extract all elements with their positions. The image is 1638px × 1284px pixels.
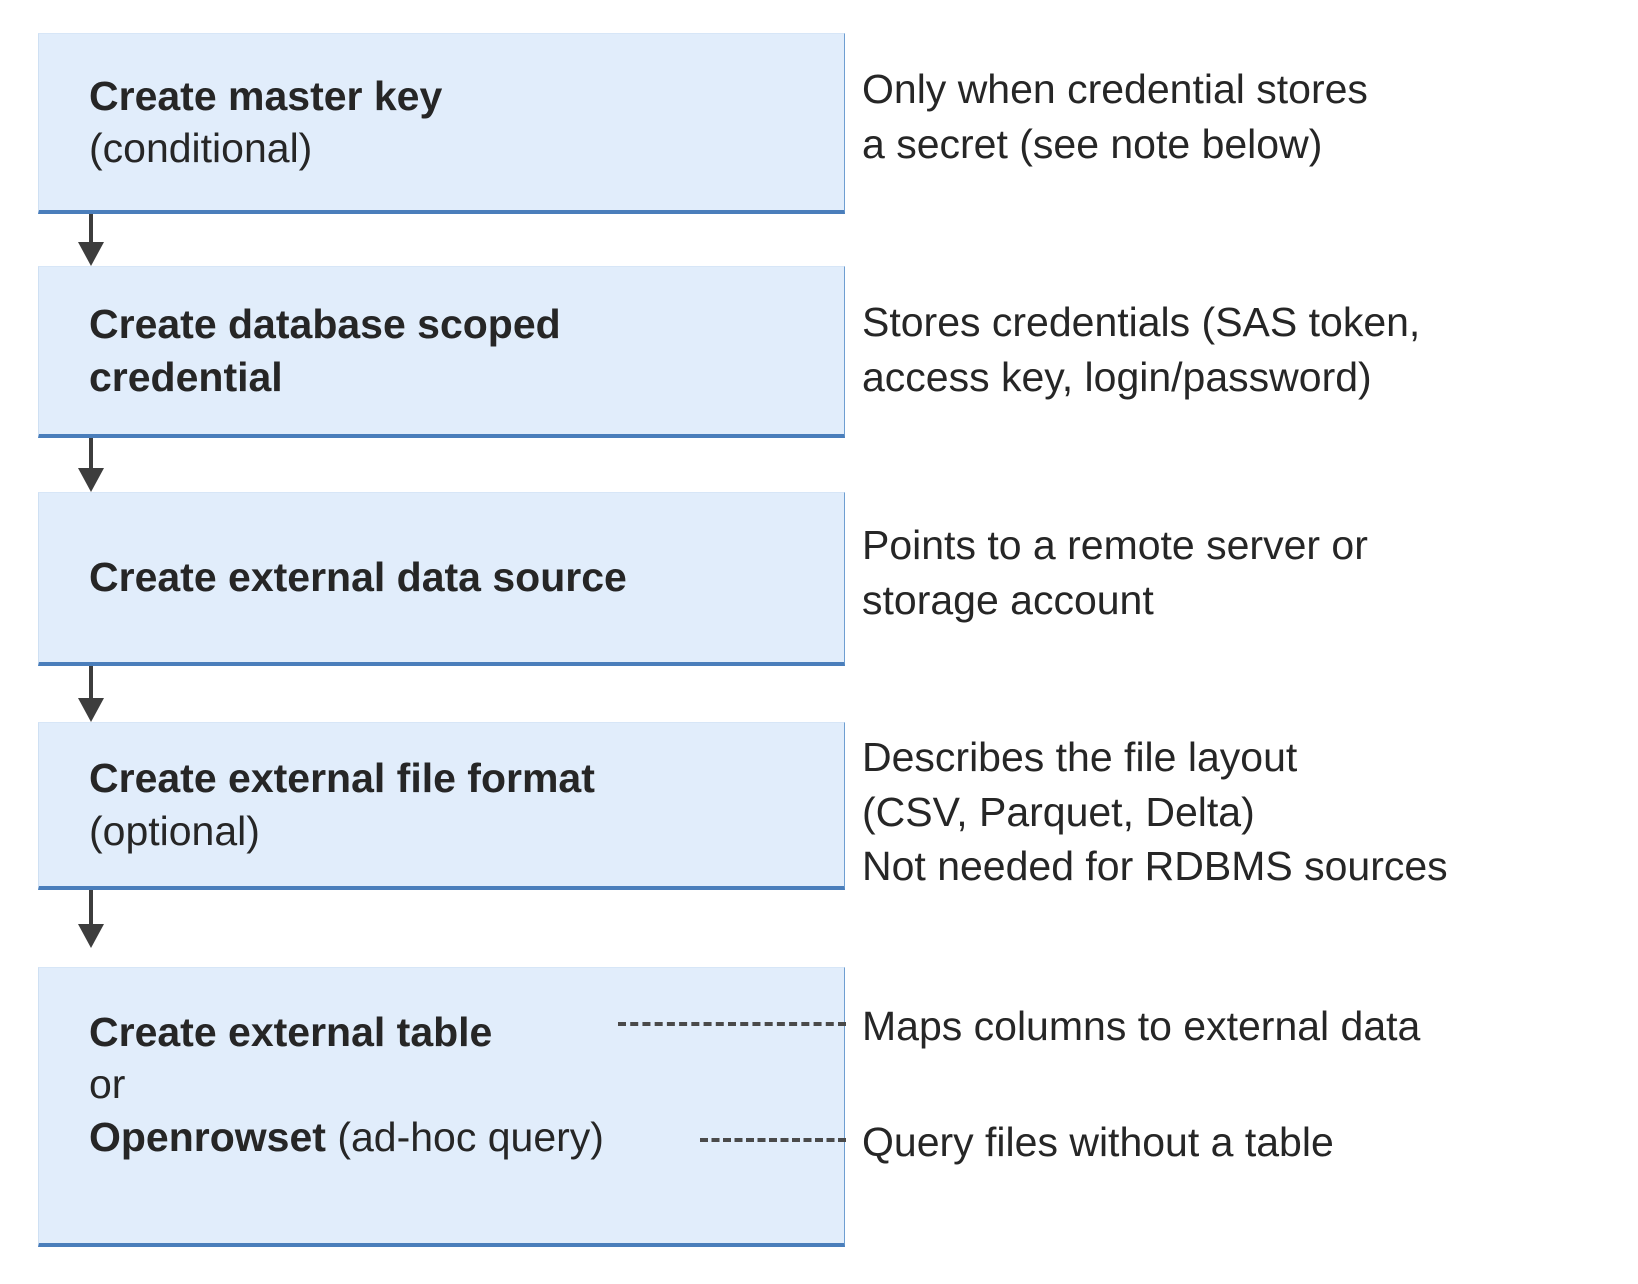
- note-line: Points to a remote server or: [862, 522, 1368, 568]
- step-title-line-2: credential: [89, 353, 283, 400]
- note-line: Not needed for RDBMS sources: [862, 843, 1448, 890]
- arrow-down-icon-2: [78, 438, 104, 492]
- step-title-openrowset: Openrowset: [89, 1113, 326, 1160]
- step-box-create-master-key[interactable]: Create master key (conditional): [38, 33, 845, 214]
- dashed-connector-1: [618, 1022, 846, 1026]
- note-line: Only when credential stores: [862, 66, 1368, 112]
- note-line: Describes the file layout: [862, 734, 1298, 780]
- note-create-database-scoped-credential: Stores credentials (SAS token, access ke…: [862, 295, 1420, 404]
- step-box-content: Create external table or Openrowset (ad-…: [39, 968, 844, 1163]
- step-subtitle-optional: (optional): [89, 807, 260, 854]
- step-subtitle-conditional: (conditional): [89, 125, 313, 171]
- arrow-down-icon-3: [78, 666, 104, 722]
- note-line: Stores credentials (SAS token,: [862, 299, 1421, 345]
- note-create-external-data-source: Points to a remote server or storage acc…: [862, 518, 1368, 627]
- note-create-external-table: Maps columns to external data: [862, 999, 1420, 1054]
- step-conjunction-or: or: [89, 1061, 126, 1108]
- step-box-content: Create master key (conditional): [39, 70, 844, 175]
- dashed-connector-2: [700, 1138, 846, 1142]
- note-line: access key, login/password): [862, 353, 1372, 400]
- arrow-down-icon-1: [78, 214, 104, 266]
- step-title-openrowset-row: Openrowset (ad-hoc query): [89, 1111, 826, 1163]
- step-box-create-external-table-or-openrowset[interactable]: Create external table or Openrowset (ad-…: [38, 967, 845, 1247]
- step-box-content: Create database scoped credential: [39, 298, 844, 403]
- step-box-content: Create external file format (optional): [39, 752, 844, 857]
- step-title-openrowset-suffix: (ad-hoc query): [325, 1113, 604, 1160]
- step-title-create-external-data-source: Create external data source: [89, 554, 627, 601]
- step-box-content: Create external data source: [39, 551, 844, 603]
- arrow-down-icon-4: [78, 890, 104, 948]
- step-title-create-master-key: Create master key: [89, 72, 443, 119]
- step-box-create-external-data-source[interactable]: Create external data source: [38, 492, 845, 666]
- note-line: Query files without a table: [862, 1119, 1334, 1165]
- step-box-create-external-file-format[interactable]: Create external file format (optional): [38, 722, 845, 890]
- note-line: (CSV, Parquet, Delta): [862, 788, 1255, 835]
- note-line: Maps columns to external data: [862, 1003, 1421, 1049]
- step-title-create-external-file-format: Create external file format: [89, 755, 595, 802]
- step-title-create-external-table: Create external table: [89, 1009, 493, 1055]
- note-openrowset: Query files without a table: [862, 1115, 1334, 1170]
- step-box-create-database-scoped-credential[interactable]: Create database scoped credential: [38, 266, 845, 438]
- note-create-external-file-format: Describes the file layout (CSV, Parquet,…: [862, 730, 1448, 894]
- note-line: storage account: [862, 576, 1154, 623]
- note-line: a secret (see note below): [862, 120, 1323, 167]
- note-create-master-key: Only when credential stores a secret (se…: [862, 62, 1368, 171]
- step-title-line-1: Create database scoped: [89, 301, 561, 348]
